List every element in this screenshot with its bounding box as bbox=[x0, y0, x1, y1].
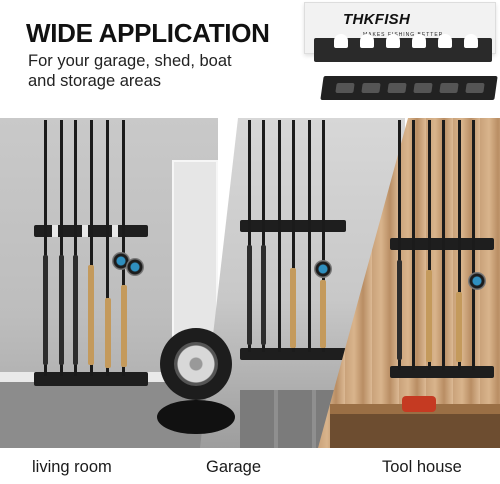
rod-grip bbox=[397, 260, 402, 360]
cork-handle bbox=[290, 268, 296, 348]
rack-slot bbox=[386, 34, 400, 48]
fishing-rod bbox=[322, 120, 325, 352]
brand-logo: THKFISH bbox=[343, 11, 411, 28]
rack-clip bbox=[82, 225, 88, 237]
rack-clip bbox=[112, 225, 118, 237]
tire-icon bbox=[157, 400, 235, 434]
fishing-rod bbox=[74, 120, 77, 376]
drill-icon bbox=[402, 396, 436, 412]
caption-living-room: living room bbox=[32, 458, 112, 476]
cork-handle bbox=[121, 285, 127, 367]
rack-hole bbox=[335, 83, 355, 93]
wall-rack-lower bbox=[240, 348, 346, 360]
fishing-rod bbox=[412, 120, 415, 370]
reel-icon bbox=[112, 252, 130, 270]
fishing-rod bbox=[248, 120, 251, 352]
caption-garage: Garage bbox=[206, 458, 262, 476]
rack-lower-bar bbox=[320, 76, 498, 100]
subtitle-line-2: and storage areas bbox=[28, 72, 162, 90]
rack-clip bbox=[52, 225, 58, 237]
fishing-rod bbox=[60, 120, 63, 376]
wheel-rim bbox=[174, 342, 218, 386]
subtitle: For your garage, shed, boat and storage … bbox=[28, 51, 268, 91]
reel-icon bbox=[468, 272, 486, 290]
reel-icon bbox=[314, 260, 332, 278]
rod-grip bbox=[59, 255, 64, 365]
workbench bbox=[330, 414, 500, 448]
cork-handle bbox=[320, 280, 326, 348]
rack-slot bbox=[334, 34, 348, 48]
fishing-rod bbox=[90, 120, 93, 376]
fishing-rod bbox=[308, 120, 311, 352]
fishing-rod bbox=[458, 120, 461, 370]
rack-slot bbox=[360, 34, 374, 48]
fishing-rod bbox=[428, 120, 431, 370]
cork-handle bbox=[426, 270, 432, 362]
fishing-rod bbox=[398, 120, 401, 370]
fishing-rod bbox=[292, 120, 295, 352]
rod-grip bbox=[43, 255, 48, 365]
reel-icon bbox=[126, 258, 144, 276]
rack-hole bbox=[361, 83, 381, 93]
caption-tool-house: Tool house bbox=[382, 458, 462, 476]
fishing-rod bbox=[442, 120, 445, 370]
rack-hole bbox=[413, 83, 433, 93]
rod-grip bbox=[73, 255, 78, 365]
rack-slot bbox=[438, 34, 452, 48]
cork-handle bbox=[456, 292, 462, 362]
cork-handle bbox=[88, 265, 94, 365]
fishing-rod bbox=[106, 120, 109, 376]
fishing-rod bbox=[262, 120, 265, 352]
brand-tagline: MAKES FISHING BETTER bbox=[363, 32, 444, 38]
rod-grip bbox=[247, 245, 252, 345]
rack-upper-bar bbox=[314, 34, 492, 62]
fishing-rod bbox=[472, 120, 475, 370]
wall-rack-lower bbox=[390, 366, 494, 378]
fishing-rod bbox=[44, 120, 47, 376]
rack-hole bbox=[387, 83, 407, 93]
headline: WIDE APPLICATION bbox=[26, 18, 270, 48]
cork-handle bbox=[105, 298, 111, 368]
rack-hole bbox=[465, 83, 485, 93]
fishing-rod bbox=[278, 120, 281, 352]
rack-hole bbox=[439, 83, 459, 93]
rack-slot bbox=[464, 34, 478, 48]
rack-slot bbox=[412, 34, 426, 48]
fishing-rod bbox=[122, 120, 125, 376]
subtitle-line-1: For your garage, shed, boat bbox=[28, 52, 232, 70]
rod-grip bbox=[261, 245, 266, 345]
